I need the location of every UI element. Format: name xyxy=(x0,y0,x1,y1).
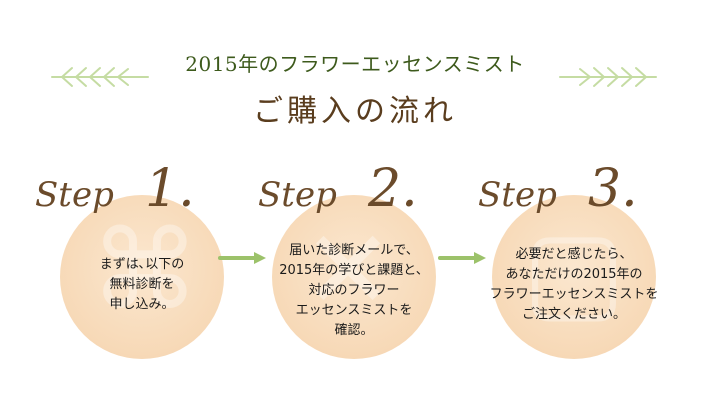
step-2-text: 届いた診断メールで、 2015年の学びと課題と、 対応のフラワー エッセンスミス… xyxy=(262,241,446,341)
step-3-label: Step 3. xyxy=(478,159,638,219)
step-2-line-1: 届いた診断メールで、 xyxy=(289,243,419,258)
step-3-line-4: ご注文ください。 xyxy=(521,307,626,322)
step-2-label: Step 2. xyxy=(258,159,418,219)
step-2-word: Step xyxy=(258,175,337,215)
step-1-number: 1. xyxy=(145,159,195,219)
step-1-line-1: まずは､以下の xyxy=(99,257,185,272)
step-3-line-2: あなただけの2015年の xyxy=(505,267,643,282)
step-1-text: まずは､以下の 無料診断を 申し込み。 xyxy=(60,255,224,315)
step-2-decoration: ✕ xyxy=(302,206,395,334)
step-1-word: Step xyxy=(35,175,114,215)
step-1-label: Step 1. xyxy=(35,159,195,219)
step-2-line-2: 2015年の学びと課題と、 xyxy=(279,263,429,278)
step-3-number: 3. xyxy=(588,159,638,219)
step-3-line-3: フラワーエッセンスミストを xyxy=(489,287,659,302)
step-2-line-3: 対応のフラワー xyxy=(308,283,400,298)
step-1-line-2: 無料診断を xyxy=(109,277,175,292)
step-2-circle: ✕ xyxy=(272,195,436,359)
step-3-word: Step xyxy=(478,175,557,215)
arrow-right-icon xyxy=(438,252,486,264)
step-3-line-1: 必要だと感じたら、 xyxy=(515,247,633,262)
step-1-line-3: 申し込み。 xyxy=(109,297,175,312)
step-2-line-5: 確認。 xyxy=(334,323,374,338)
leaf-left-icon xyxy=(51,67,149,87)
page-title: ご購入の流れ xyxy=(253,94,457,129)
step-1-decoration: ⌘ xyxy=(90,206,200,334)
page-subtitle: 2015年のフラワーエッセンスミスト xyxy=(185,52,525,76)
step-3-decoration: ▢ xyxy=(522,206,626,334)
leaf-right-icon xyxy=(559,67,657,87)
step-2-line-4: エッセンスミストを xyxy=(295,303,413,318)
step-1-circle: ⌘ xyxy=(60,195,224,359)
step-3-circle: ▢ xyxy=(492,195,656,359)
arrow-right-icon xyxy=(218,252,266,264)
step-3-text: 必要だと感じたら、 あなただけの2015年の フラワーエッセンスミストを ご注文… xyxy=(482,245,666,325)
step-2-number: 2. xyxy=(367,159,418,219)
